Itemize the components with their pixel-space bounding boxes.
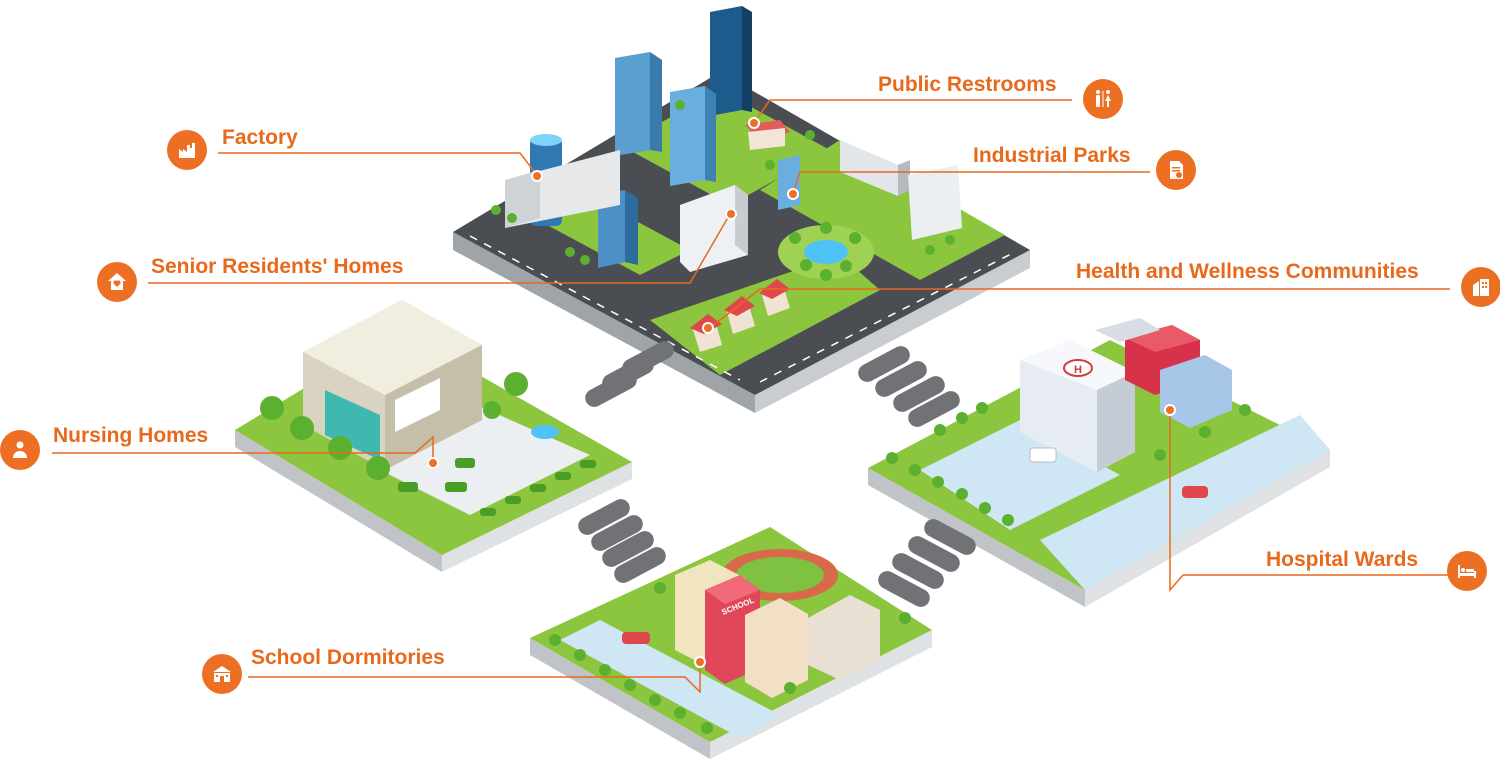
label-school-dormitories: School Dormitories	[251, 646, 445, 669]
hospital-bed-icon	[1447, 551, 1487, 591]
document-icon	[1156, 150, 1196, 190]
callout-lines	[52, 99, 1450, 694]
city-block	[453, 6, 1030, 413]
helipad-sign: H	[1074, 364, 1082, 376]
label-nursing-homes: Nursing Homes	[53, 424, 209, 447]
hospital-block: H	[868, 318, 1330, 607]
building-icon	[1461, 267, 1500, 307]
label-senior-residents-homes: Senior Residents' Homes	[151, 255, 404, 278]
callout-dots	[427, 117, 1176, 668]
connector-pills	[578, 341, 976, 607]
restroom-icon	[1083, 79, 1123, 119]
heart-house-icon	[97, 262, 137, 302]
school-icon	[202, 654, 242, 694]
factory-icon	[167, 130, 207, 170]
label-hospital-wards: Hospital Wards	[1266, 548, 1419, 571]
label-factory: Factory	[222, 126, 298, 149]
label-public-restrooms: Public Restrooms	[878, 73, 1057, 96]
school-block: SCHOOL	[530, 527, 932, 759]
label-health-wellness-communities: Health and Wellness Communities	[1076, 260, 1419, 283]
elderly-person-icon	[0, 430, 40, 470]
label-industrial-parks: Industrial Parks	[973, 144, 1131, 167]
